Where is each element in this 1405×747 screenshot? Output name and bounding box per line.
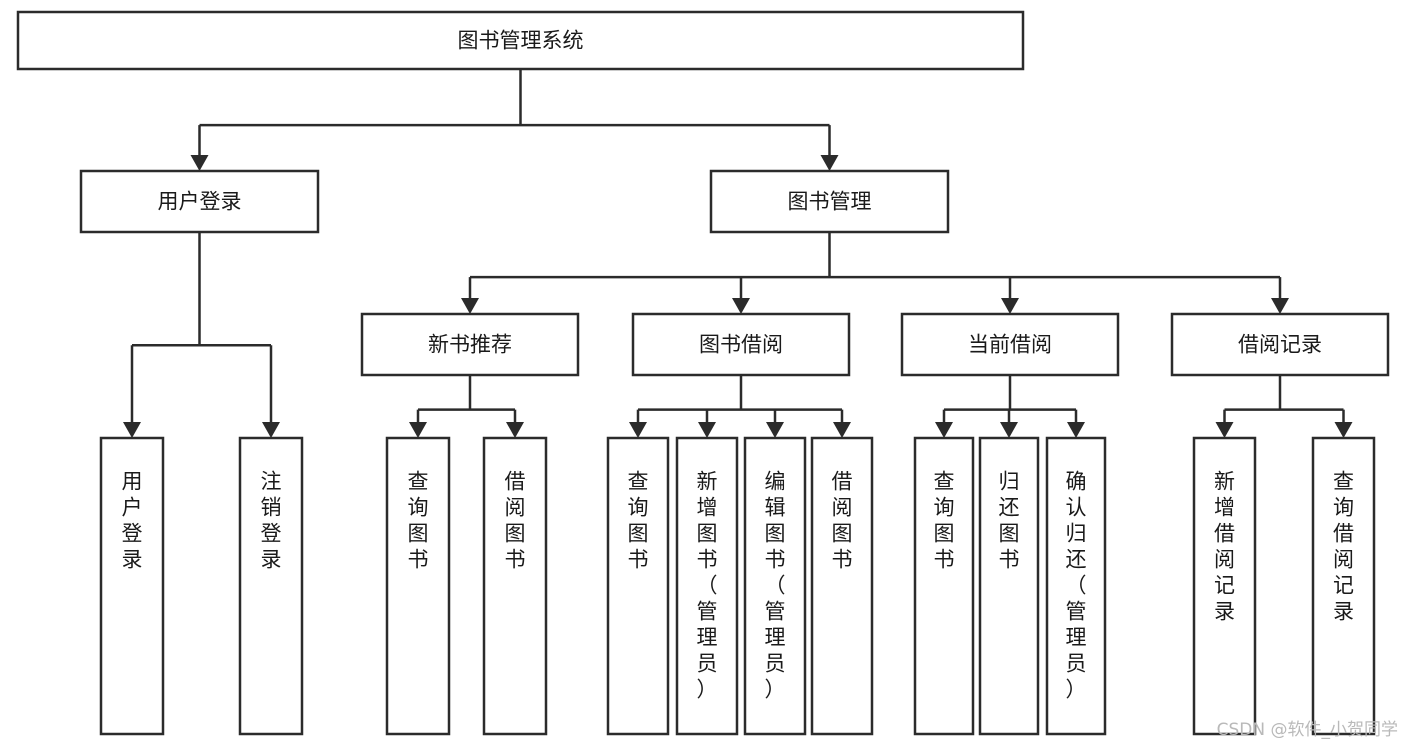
csdn-watermark: CSDN @软件_小贺同学 [1217, 720, 1398, 740]
node-book-manage[interactable]: 图书管理 [709, 169, 950, 234]
node-label-leaf-return-book: 归还图书 [999, 469, 1020, 571]
arrow-head-icon [461, 298, 479, 314]
node-box-leaf-logout [238, 436, 304, 736]
node-leaf-logout[interactable]: 注销登录 [238, 436, 304, 736]
arrow-head-icon [820, 155, 839, 171]
node-leaf-query-book-1[interactable]: 查询图书 [385, 436, 451, 736]
arrow-head-icon [629, 422, 647, 438]
node-user-login[interactable]: 用户登录 [79, 169, 320, 234]
arrow-head-icon [190, 155, 209, 171]
node-box-leaf-return-book [978, 436, 1040, 736]
node-label-leaf-query-record: 查询借阅记录 [1333, 469, 1354, 623]
node-box-book-borrow [631, 312, 851, 377]
node-label-leaf-add-book: 新增图书（管理员） [697, 469, 718, 701]
arrow-head-icon [1001, 298, 1019, 314]
node-label-leaf-add-record: 新增借阅记录 [1214, 469, 1235, 623]
arrow-head-icon [1215, 422, 1234, 438]
node-label-user-login: 用户登录 [158, 190, 242, 214]
connector-layer [123, 69, 1353, 438]
node-label-current-borrow: 当前借阅 [968, 333, 1052, 357]
node-new-book-rec[interactable]: 新书推荐 [360, 312, 580, 377]
node-leaf-add-record[interactable]: 新增借阅记录 [1192, 436, 1257, 736]
node-label-leaf-confirm-return: 确认归还（管理员） [1066, 469, 1087, 701]
arrow-head-icon [766, 422, 784, 438]
node-label-new-book-rec: 新书推荐 [428, 333, 512, 357]
node-box-leaf-add-record [1192, 436, 1257, 736]
node-box-user-login [79, 169, 320, 234]
node-label-leaf-edit-book: 编辑图书（管理员） [765, 469, 786, 701]
edge-group-book-borrow [629, 375, 851, 438]
node-book-borrow[interactable]: 图书借阅 [631, 312, 851, 377]
node-box-book-manage [709, 169, 950, 234]
node-label-leaf-borrow-book-1: 借阅图书 [505, 469, 526, 571]
node-box-leaf-query-book-3 [913, 436, 975, 736]
node-box-leaf-query-book-2 [606, 436, 670, 736]
node-leaf-query-book-3[interactable]: 查询图书 [913, 436, 975, 736]
node-leaf-add-book[interactable]: 新增图书（管理员） [675, 436, 739, 736]
node-current-borrow[interactable]: 当前借阅 [900, 312, 1120, 377]
node-label-leaf-borrow-book-2: 借阅图书 [832, 469, 853, 571]
node-box-leaf-borrow-book-1 [482, 436, 548, 736]
node-box-leaf-query-record [1311, 436, 1376, 736]
node-box-current-borrow [900, 312, 1120, 377]
node-leaf-return-book[interactable]: 归还图书 [978, 436, 1040, 736]
node-leaf-query-record[interactable]: 查询借阅记录 [1311, 436, 1376, 736]
node-borrow-record[interactable]: 借阅记录 [1170, 312, 1390, 377]
node-label-book-borrow: 图书借阅 [699, 333, 783, 357]
node-leaf-user-login[interactable]: 用户登录 [99, 436, 165, 736]
node-leaf-query-book-2[interactable]: 查询图书 [606, 436, 670, 736]
node-box-new-book-rec [360, 312, 580, 377]
node-label-leaf-query-book-2: 查询图书 [628, 469, 649, 571]
arrow-head-icon [935, 422, 953, 438]
arrow-head-icon [698, 422, 716, 438]
arrow-head-icon [732, 298, 750, 314]
node-label-leaf-user-login: 用户登录 [122, 469, 143, 571]
arrow-head-icon [262, 422, 280, 438]
node-leaf-edit-book[interactable]: 编辑图书（管理员） [743, 436, 807, 736]
node-label-leaf-query-book-1: 查询图书 [408, 469, 429, 571]
node-box-leaf-query-book-1 [385, 436, 451, 736]
node-label-leaf-query-book-3: 查询图书 [934, 469, 955, 571]
node-label-book-manage: 图书管理 [788, 190, 872, 214]
node-box-leaf-add-book [675, 436, 739, 736]
arrow-head-icon [1067, 422, 1085, 438]
node-label-leaf-logout: 注销登录 [261, 469, 282, 571]
node-root[interactable]: 图书管理系统 [16, 10, 1025, 71]
node-layer: 图书管理系统用户登录图书管理新书推荐图书借阅当前借阅借阅记录用户登录注销登录查询… [16, 10, 1390, 736]
node-box-root [16, 10, 1025, 71]
edge-group-book-manage [461, 232, 1289, 314]
node-leaf-confirm-return[interactable]: 确认归还（管理员） [1045, 436, 1107, 736]
arrow-head-icon [1000, 422, 1018, 438]
edge-group-current-borrow [935, 375, 1085, 438]
node-leaf-borrow-book-1[interactable]: 借阅图书 [482, 436, 548, 736]
node-leaf-borrow-book-2[interactable]: 借阅图书 [810, 436, 874, 736]
node-box-borrow-record [1170, 312, 1390, 377]
arrow-head-icon [1271, 298, 1289, 314]
node-label-root: 图书管理系统 [458, 29, 584, 53]
node-box-leaf-user-login [99, 436, 165, 736]
arrow-head-icon [833, 422, 851, 438]
edge-group-borrow-record [1215, 375, 1353, 438]
arrow-head-icon [123, 422, 141, 438]
node-box-leaf-borrow-book-2 [810, 436, 874, 736]
arrow-head-icon [1334, 422, 1353, 438]
edge-group-root [190, 69, 839, 171]
edge-group-new-book-rec [409, 375, 524, 438]
arrow-head-icon [409, 422, 427, 438]
edge-group-user-login [123, 232, 280, 438]
node-label-borrow-record: 借阅记录 [1238, 333, 1322, 357]
node-box-leaf-confirm-return [1045, 436, 1107, 736]
node-box-leaf-edit-book [743, 436, 807, 736]
arrow-head-icon [506, 422, 524, 438]
